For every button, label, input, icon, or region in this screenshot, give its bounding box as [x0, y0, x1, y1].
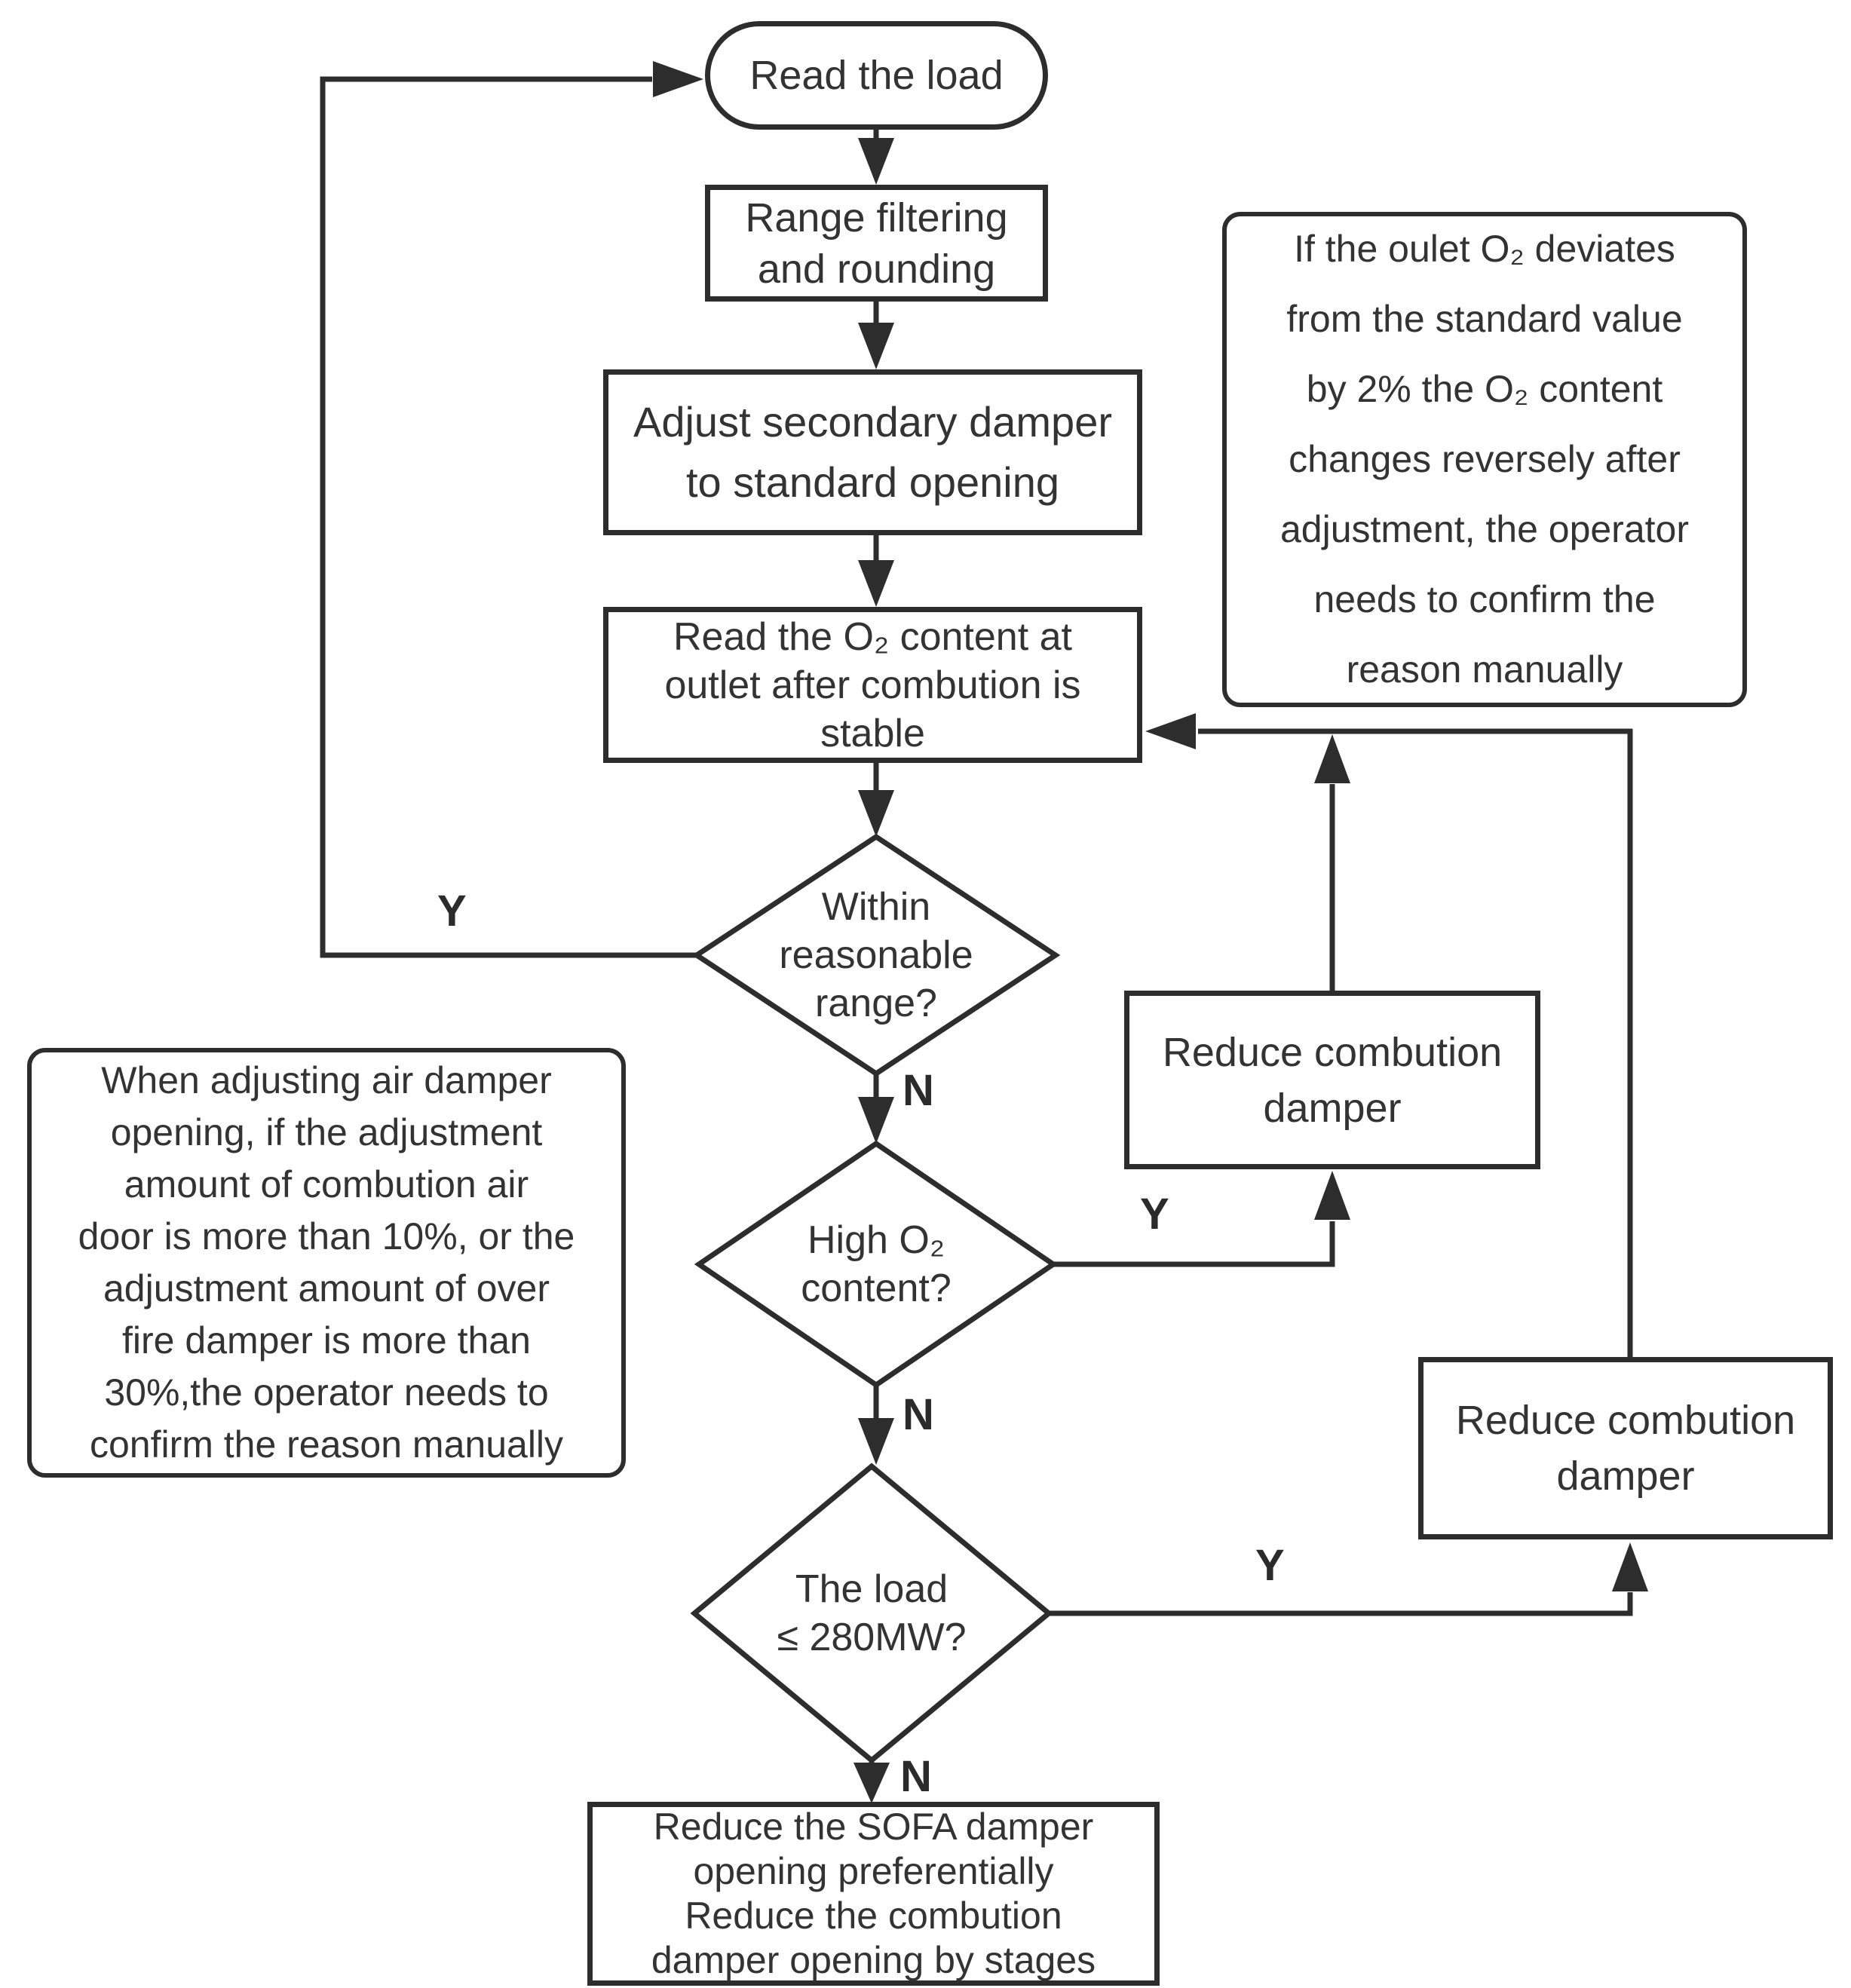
label-high-o2-no: N	[903, 1390, 934, 1439]
node-reduce-combution-damper-right: Reduce combution damper	[1418, 1357, 1833, 1539]
edge-d2-yes	[1053, 1221, 1335, 1267]
note-o2-deviation: If the oulet O₂ deviates from the standa…	[1222, 212, 1747, 707]
arrowhead-into-feedback-line	[1314, 734, 1350, 783]
arrowhead-into-final	[853, 1763, 890, 1803]
label-within-range-no: N	[903, 1066, 934, 1115]
arrowhead-into-reado2	[858, 560, 894, 607]
edge-d3-yes	[1049, 1592, 1633, 1616]
decision-within-range-label: Within reasonable range?	[779, 885, 973, 1025]
node-reduce-sofa-damper: Reduce the SOFA damper opening preferent…	[587, 1802, 1160, 1986]
label-within-range-yes: Y	[437, 887, 467, 936]
decision-high-o2-shape	[694, 1140, 1059, 1389]
note-damper-adjustment: When adjusting air damper opening, if th…	[27, 1048, 626, 1478]
node-adjust-secondary-damper: Adjust secondary damper to standard open…	[603, 369, 1142, 535]
arrowhead-into-d3	[858, 1418, 894, 1465]
label-load-280-no: N	[900, 1752, 932, 1801]
arrowhead-into-d2	[858, 1097, 894, 1144]
node-range-filtering: Range filtering and rounding	[705, 185, 1048, 302]
node-read-load: Read the load	[705, 21, 1048, 130]
decision-within-range-shape	[691, 833, 1061, 1077]
decision-load-280-label: The load ≤ 280MW?	[777, 1567, 967, 1659]
arrowhead-into-d1	[858, 790, 894, 837]
decision-high-o2-label: High O₂ content?	[801, 1218, 952, 1310]
decision-load-280-shape	[690, 1463, 1053, 1764]
arrowhead-into-range	[858, 138, 894, 185]
label-load-280-yes: Y	[1255, 1541, 1285, 1590]
arrowhead-into-reducemid-bottom	[1314, 1171, 1350, 1220]
arrowhead-into-reado2-right	[1145, 713, 1196, 749]
node-read-o2-content: Read the O₂ content at outlet after comb…	[603, 607, 1142, 763]
arrowhead-into-readload	[653, 61, 703, 97]
edge-d1-yes-loop	[320, 76, 697, 958]
label-high-o2-yes: Y	[1140, 1190, 1169, 1239]
node-reduce-combution-damper-mid: Reduce combution damper	[1124, 991, 1540, 1169]
arrowhead-into-adjust	[858, 323, 894, 369]
arrowhead-into-reduceright-bottom	[1612, 1542, 1648, 1591]
